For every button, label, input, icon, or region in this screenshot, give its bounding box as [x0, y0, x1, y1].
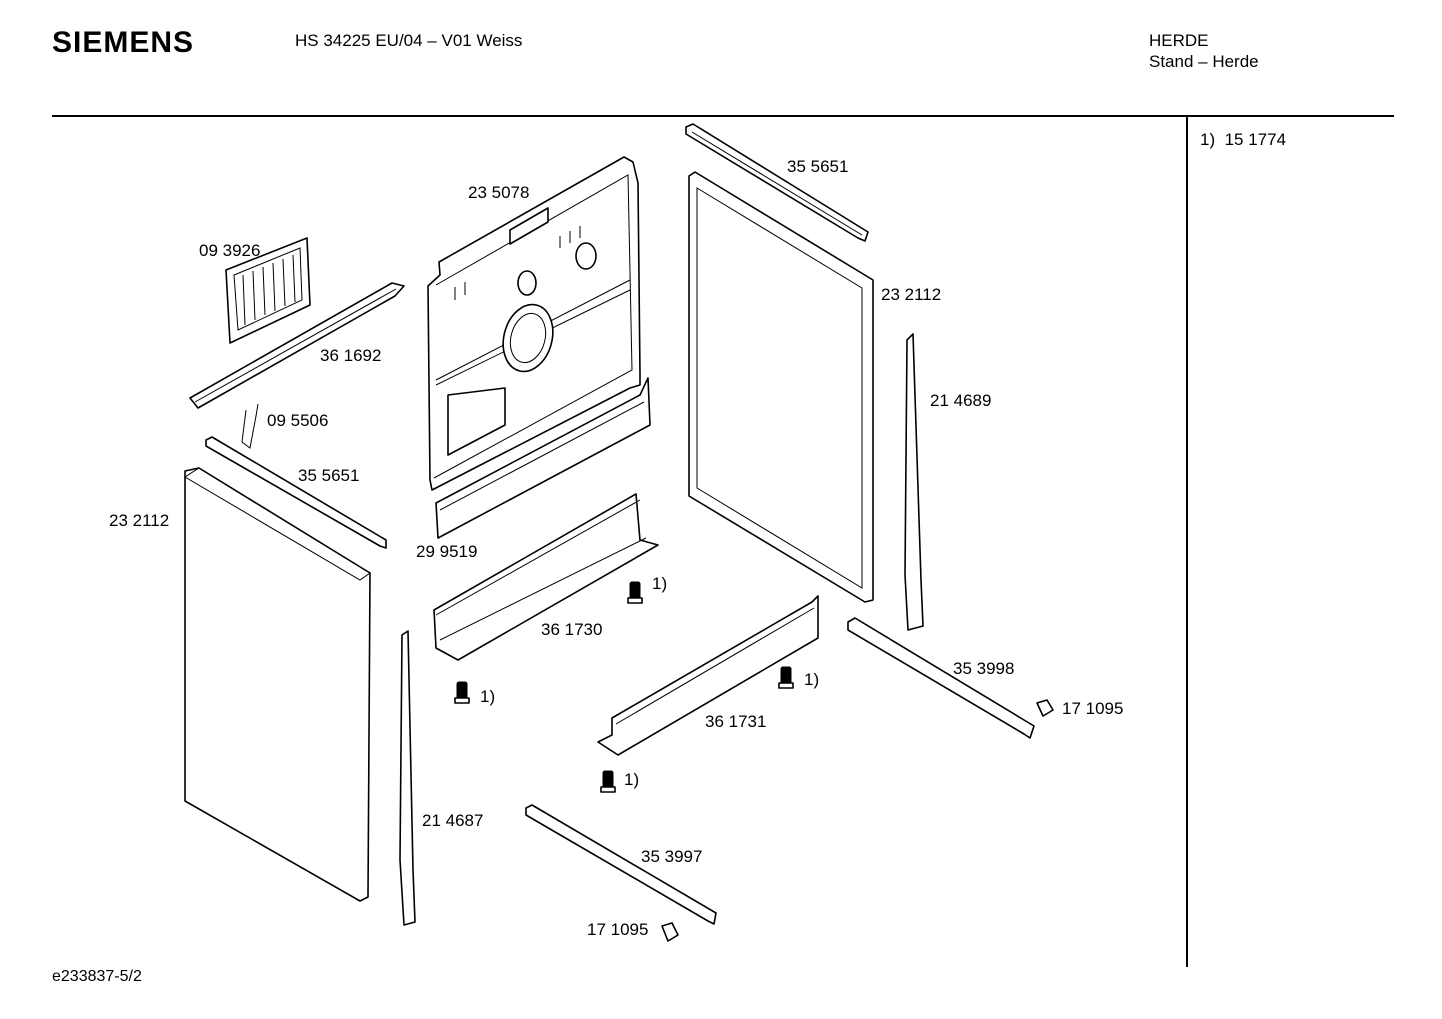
part-bar-361692 [189, 282, 405, 409]
part-side-frame-right [688, 171, 874, 603]
part-label-093926: 09 3926 [199, 241, 261, 260]
part-clip-171095-bottom [661, 922, 679, 942]
part-strip-214687 [399, 630, 416, 926]
brand-logo: SIEMENS [52, 26, 195, 59]
part-channel-361731 [597, 595, 819, 756]
part-rail-353998 [847, 617, 1035, 739]
part-label-214689: 21 4689 [930, 391, 992, 410]
part-label-355651-top: 35 5651 [787, 157, 849, 176]
notes-divider [1186, 117, 1188, 967]
screw-icon [454, 681, 470, 704]
category-title: HERDE [1149, 31, 1209, 50]
screw-icon [778, 666, 794, 689]
part-bracket-299519 [435, 377, 651, 539]
part-label-171095-bottom: 17 1095 [587, 920, 649, 939]
part-label-214687: 21 4687 [422, 811, 484, 830]
part-label-171095-right: 17 1095 [1062, 699, 1124, 718]
footnote-marker-screw: 1) [804, 670, 820, 689]
part-back-panel [427, 156, 641, 491]
part-label-361730: 36 1730 [541, 620, 603, 639]
part-label-361692: 36 1692 [320, 346, 382, 365]
footnote-marker-screw: 1) [624, 770, 640, 789]
document-id: e233837-5/2 [52, 968, 142, 985]
part-label-355651-left: 35 5651 [298, 466, 360, 485]
part-clip [241, 403, 259, 449]
screw-icon [627, 581, 643, 604]
part-label-232112-right: 23 2112 [881, 285, 942, 304]
part-vent-grille [225, 237, 311, 344]
part-label-235078: 23 5078 [468, 183, 530, 202]
part-label-095506: 09 5506 [267, 411, 329, 430]
part-label-353998: 35 3998 [953, 659, 1015, 678]
part-channel-361730 [433, 493, 659, 661]
part-rail-top [685, 123, 869, 242]
header-divider [52, 115, 1394, 117]
model-title: HS 34225 EU/04 – V01 Weiss [295, 31, 523, 50]
subcategory-title: Stand – Herde [1149, 52, 1259, 71]
part-strip-214689 [904, 333, 924, 631]
part-side-panel-left [184, 467, 371, 902]
part-label-353997: 35 3997 [641, 847, 703, 866]
footnote: 1) 15 1774 [1200, 130, 1286, 150]
screw-icon [600, 770, 616, 793]
footnote-marker-screw: 1) [480, 687, 496, 706]
part-label-299519: 29 9519 [416, 542, 478, 561]
part-clip-171095-right [1036, 699, 1054, 717]
part-label-361731: 36 1731 [705, 712, 767, 731]
part-rail-left [205, 436, 387, 549]
part-rail-353997 [525, 804, 717, 925]
footnote-marker-screw: 1) [652, 574, 668, 593]
part-label-232112-left: 23 2112 [109, 511, 170, 530]
footnote-part-number: 15 1774 [1224, 130, 1287, 149]
footnote-marker: 1) [1200, 130, 1216, 149]
